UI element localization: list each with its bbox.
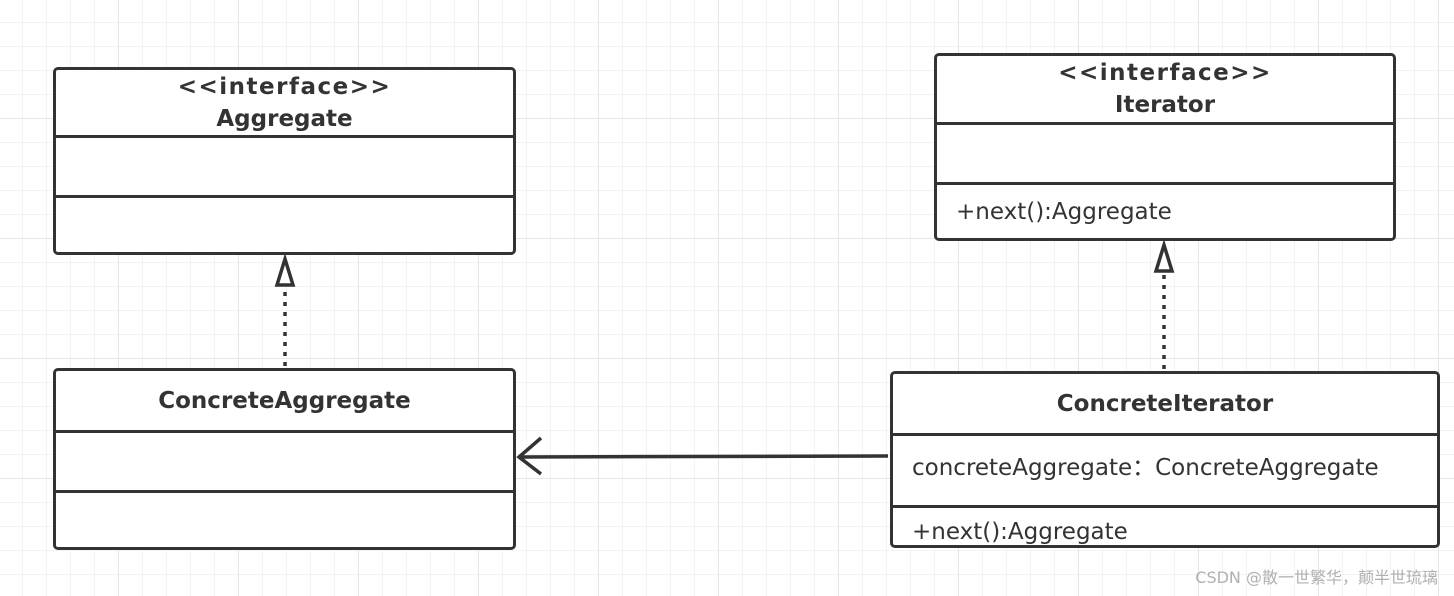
class-name: ConcreteAggregate (158, 387, 411, 414)
operations-section: +next():Aggregate (893, 505, 1437, 545)
class-concrete-iterator[interactable]: ConcreteIterator concreteAggregate：Concr… (890, 371, 1440, 548)
class-concrete-iterator-header: ConcreteIterator (893, 374, 1437, 433)
attributes-section (56, 135, 513, 195)
attributes-section: concreteAggregate：ConcreteAggregate (893, 433, 1437, 505)
operations-section (56, 490, 513, 547)
watermark: CSDN @散一世繁华，颠半世琉璃 (1195, 568, 1438, 587)
class-name: Aggregate (216, 105, 353, 132)
class-aggregate[interactable]: <<interface>> Aggregate (53, 67, 516, 255)
operations-section (56, 195, 513, 252)
association-arrowhead (516, 436, 543, 476)
operations-section: +next():Aggregate (937, 182, 1393, 238)
class-name: Iterator (1114, 92, 1216, 118)
stereotype-label: <<interface>> (1058, 60, 1272, 86)
operation-next: +next():Aggregate (912, 519, 1128, 545)
attribute-concrete-aggregate: concreteAggregate：ConcreteAggregate (912, 455, 1379, 481)
stereotype-label: <<interface>> (177, 73, 392, 100)
attributes-section (56, 430, 513, 490)
realization-arrowhead-aggregate (274, 253, 296, 287)
class-iterator-header: <<interface>> Iterator (937, 56, 1393, 122)
class-aggregate-header: <<interface>> Aggregate (56, 70, 513, 135)
operation-next: +next():Aggregate (956, 199, 1172, 225)
class-concrete-aggregate[interactable]: ConcreteAggregate (53, 368, 516, 550)
class-name: ConcreteIterator (1056, 390, 1274, 417)
class-iterator[interactable]: <<interface>> Iterator +next():Aggregate (934, 53, 1396, 241)
attributes-section (937, 122, 1393, 182)
realization-arrowhead-iterator (1153, 239, 1175, 273)
association-line (518, 454, 889, 459)
class-concrete-aggregate-header: ConcreteAggregate (56, 371, 513, 430)
